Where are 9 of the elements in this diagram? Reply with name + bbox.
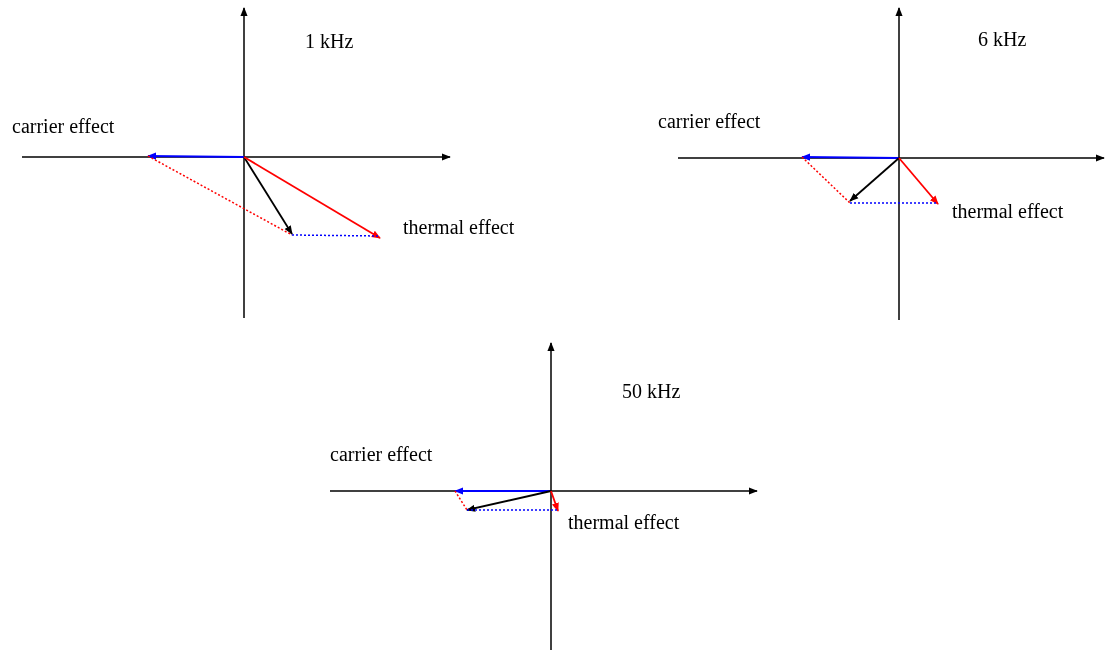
frequency-label: 6 kHz [978,29,1027,49]
vector-label: carrier effect [330,444,433,464]
vector-label: carrier effect [658,111,761,131]
frequency-label: 1 kHz [305,31,354,51]
vector-label: thermal effect [568,512,680,532]
vector-label: thermal effect [952,201,1064,221]
vector-label: carrier effect [12,116,115,136]
frequency-label: 50 kHz [622,381,681,401]
vector-label: thermal effect [403,217,515,237]
